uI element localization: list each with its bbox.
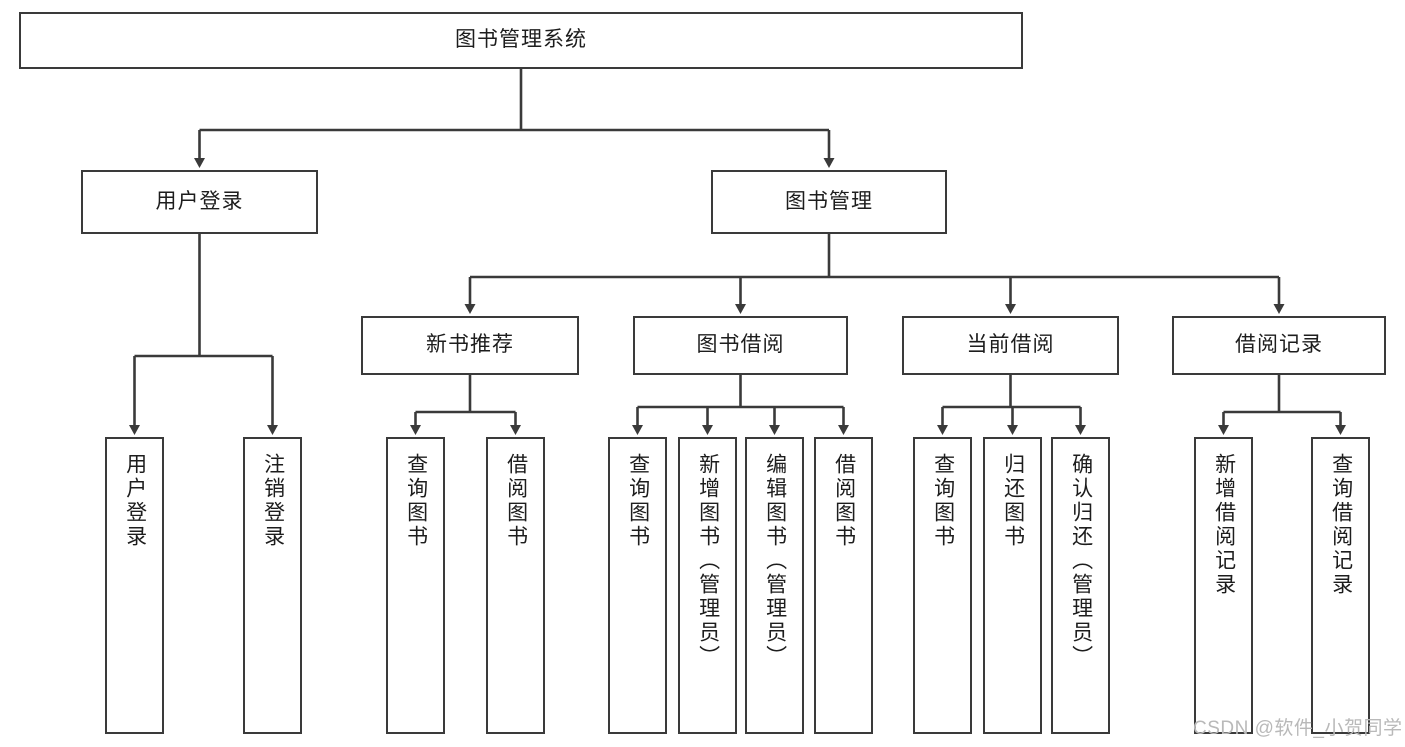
node-leaf-1[interactable]: 用户登录 [105, 437, 164, 734]
node-current-borrow[interactable]: 当前借阅 [902, 316, 1119, 375]
node-label: 查询图书 [931, 453, 955, 549]
node-leaf-5[interactable]: 查询图书 [608, 437, 667, 734]
node-leaf-2[interactable]: 注销登录 [243, 437, 302, 734]
node-label: 新书推荐 [426, 333, 514, 357]
node-leaf-6[interactable]: 新增图书（管理员） [678, 437, 737, 734]
node-label: 注销登录 [261, 453, 285, 549]
node-label: 图书管理系统 [455, 28, 587, 52]
node-leaf-8[interactable]: 借阅图书 [814, 437, 873, 734]
node-leaf-4[interactable]: 借阅图书 [486, 437, 545, 734]
node-leaf-7[interactable]: 编辑图书（管理员） [745, 437, 804, 734]
node-book-borrow[interactable]: 图书借阅 [633, 316, 848, 375]
node-new-book-rec[interactable]: 新书推荐 [361, 316, 579, 375]
node-leaf-12[interactable]: 新增借阅记录 [1194, 437, 1253, 734]
node-leaf-3[interactable]: 查询图书 [386, 437, 445, 734]
node-leaf-9[interactable]: 查询图书 [913, 437, 972, 734]
node-leaf-13[interactable]: 查询借阅记录 [1311, 437, 1370, 734]
node-label: 用户登录 [155, 189, 244, 213]
node-user-login[interactable]: 用户登录 [81, 170, 318, 234]
node-leaf-10[interactable]: 归还图书 [983, 437, 1042, 734]
node-label: 用户登录 [123, 453, 147, 549]
node-label: 当前借阅 [966, 333, 1055, 357]
node-label: 借阅图书 [832, 453, 856, 549]
node-label: 新增借阅记录 [1212, 453, 1236, 597]
node-label: 查询借阅记录 [1329, 453, 1353, 597]
node-label: 归还图书 [1001, 453, 1025, 549]
node-label: 图书管理 [785, 189, 873, 213]
node-label: 查询图书 [404, 453, 428, 549]
node-root[interactable]: 图书管理系统 [19, 12, 1023, 69]
node-label: 查询图书 [626, 453, 650, 549]
node-label: 新增图书（管理员） [696, 453, 720, 669]
node-label: 编辑图书（管理员） [763, 453, 787, 669]
node-leaf-11[interactable]: 确认归还（管理员） [1051, 437, 1110, 734]
node-label: 确认归还（管理员） [1069, 453, 1093, 669]
node-borrow-record[interactable]: 借阅记录 [1172, 316, 1386, 375]
node-label: 借阅记录 [1235, 333, 1323, 357]
node-label: 借阅图书 [504, 453, 528, 549]
node-book-manage[interactable]: 图书管理 [711, 170, 947, 234]
node-label: 图书借阅 [696, 333, 785, 357]
